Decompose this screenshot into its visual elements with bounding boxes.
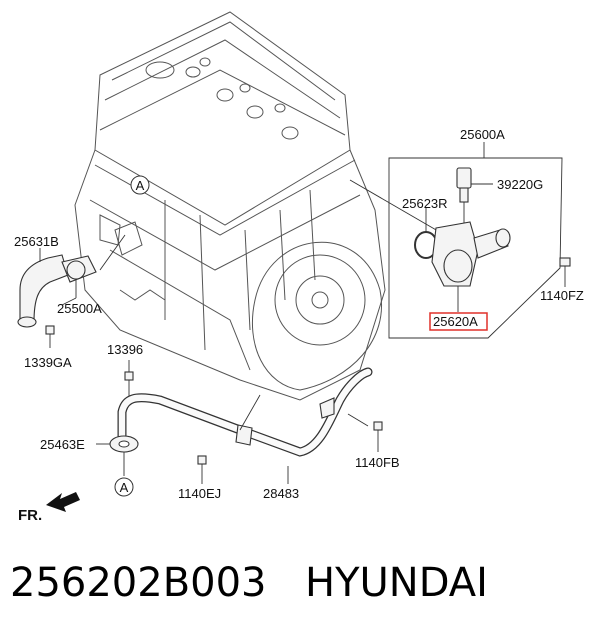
label-28483: 28483	[263, 486, 299, 501]
bolt-1140fz-part	[559, 257, 571, 280]
brand-caption: HYUNDAI	[305, 560, 488, 606]
water-outlet-fitting-part	[431, 221, 511, 287]
label-25620A: 25620A	[433, 314, 478, 329]
label-25463E: 25463E	[40, 437, 85, 452]
temperature-sensor-part	[456, 167, 472, 226]
label-25600A: 25600A	[460, 127, 505, 142]
label-25500A: 25500A	[57, 301, 102, 316]
left-parts-group	[17, 221, 143, 348]
ref-a-top-label: A	[136, 178, 145, 193]
part-number-caption: 256202B003	[10, 560, 266, 606]
label-1140FB: 1140FB	[355, 455, 400, 470]
label-13396: 13396	[107, 342, 143, 357]
engine-block-drawing	[74, 11, 386, 401]
ref-a-bottom-label: A	[120, 480, 129, 495]
label-39220G: 39220G	[497, 177, 543, 192]
ref-circle-a-bottom	[114, 477, 134, 497]
front-arrow-icon	[46, 492, 80, 512]
label-25631B: 25631B	[14, 234, 59, 249]
thermostat-housing-group	[349, 142, 571, 339]
water-pipe-assembly	[96, 360, 383, 484]
label-1339GA: 1339GA	[24, 355, 72, 370]
highlight-box-25620A	[429, 312, 488, 331]
label-1140EJ: 1140EJ	[178, 486, 221, 501]
ref-circle-a-top	[130, 175, 150, 195]
label-1140FZ: 1140FZ	[540, 288, 584, 303]
label-25623R: 25623R	[402, 196, 448, 211]
front-direction-label: FR.	[18, 507, 42, 524]
